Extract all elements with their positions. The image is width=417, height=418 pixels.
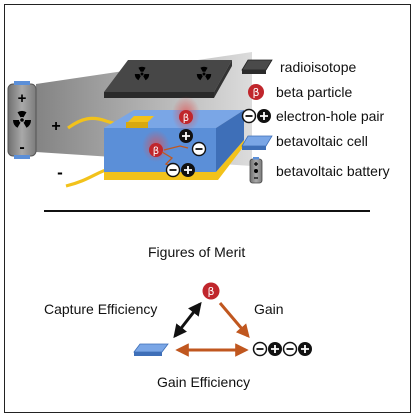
electron-hole-pair-cell-2 (165, 162, 195, 178)
legend-electron-hole-pair-label: electron-hole pair (276, 108, 385, 124)
beta-symbol-1: β (183, 113, 189, 124)
battery-plus-sign: + (18, 90, 27, 107)
merit-betavoltaic-cell (133, 343, 169, 356)
betavoltaic-cell-icon (241, 135, 273, 150)
electron-hole-pair-cell-1 (179, 129, 207, 157)
merit-beta-symbol: β (207, 285, 214, 298)
merit-electron-hole-pairs (252, 341, 312, 357)
beta-particle-icon-symbol: β (252, 86, 259, 99)
beta-particle-1 (172, 96, 200, 132)
capture-efficiency-label: Capture Efficiency (44, 301, 158, 317)
cell-minus-terminal: - (57, 163, 63, 182)
cell-plus-terminal: + (51, 118, 60, 135)
battery-minus-sign: - (19, 139, 24, 156)
legend-radioisotope-label: radioisotope (280, 59, 357, 75)
figure-frame (4, 4, 411, 413)
radioisotope-slab (104, 60, 232, 98)
electron-hole-pair-icon (241, 108, 271, 124)
beta-symbol-2: β (153, 146, 159, 157)
betavoltaic-battery-large (7, 81, 37, 159)
gain-label: Gain (254, 301, 284, 317)
legend-beta-particle-label: beta particle (276, 84, 353, 100)
gain-arrow (218, 302, 250, 339)
capture-efficiency-arrow (173, 301, 202, 339)
merit-beta-particle (202, 282, 220, 300)
gain-efficiency-label: Gain Efficiency (157, 374, 251, 390)
beta-particle-icon (248, 84, 264, 100)
legend-betavoltaic-cell-label: betavoltaic cell (276, 133, 368, 149)
beta-particle-2 (142, 130, 170, 162)
radioisotope-icon (241, 59, 273, 74)
figures-of-merit-title: Figures of Merit (148, 244, 246, 260)
legend-betavoltaic-battery-label: betavoltaic battery (276, 163, 390, 179)
betavoltaic-battery-icon (249, 157, 263, 184)
